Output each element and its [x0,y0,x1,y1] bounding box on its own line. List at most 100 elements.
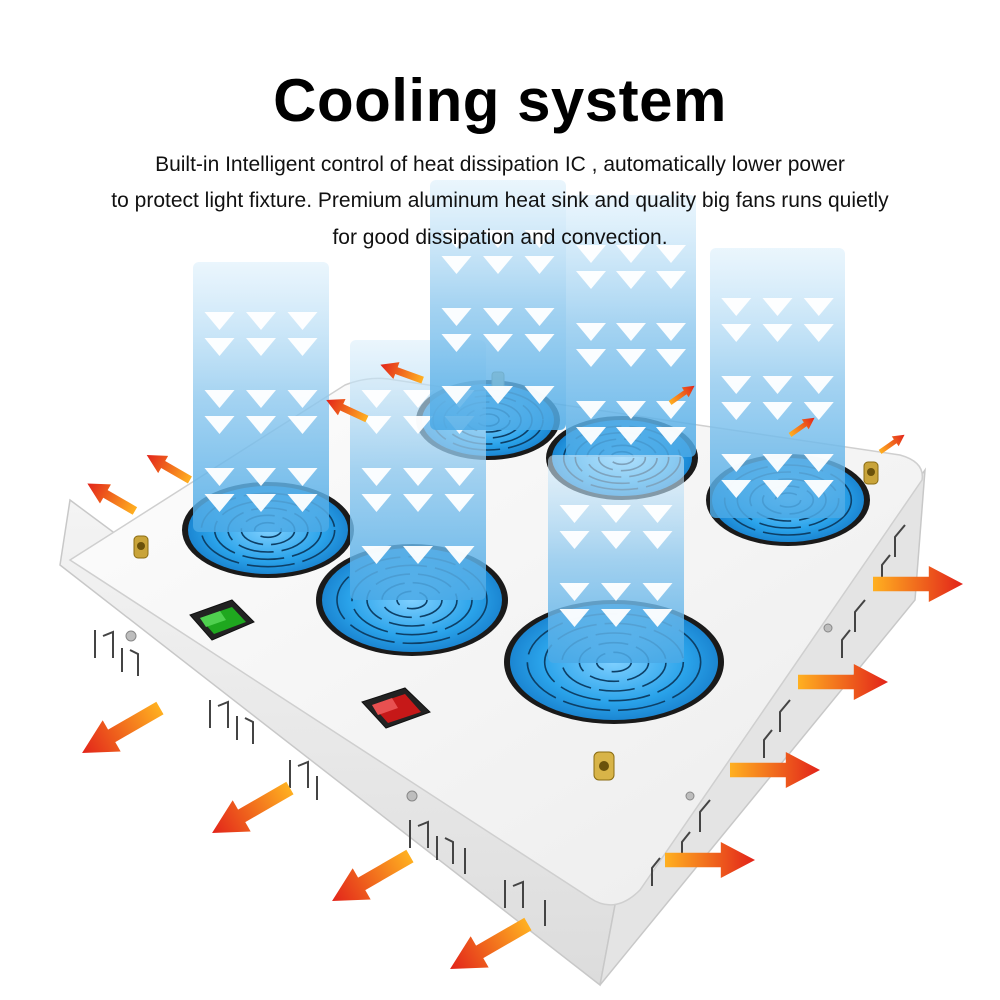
down-triangle-icon [601,583,631,601]
down-triangle-icon [361,390,392,408]
down-triangle-icon [441,334,472,352]
down-triangle-icon [559,505,590,523]
down-triangle-icon [803,480,834,498]
down-triangle-icon [601,531,631,549]
down-triangle-icon [524,308,555,326]
heat-arrow-icon [876,429,909,457]
down-triangle-icon [559,609,590,627]
down-triangle-icon [524,386,555,404]
down-triangle-icon [287,390,318,408]
down-triangle-icon [403,494,433,512]
down-triangle-icon [287,312,318,330]
down-triangle-icon [204,494,235,512]
down-triangle-icon [246,494,276,512]
heat-arrow-icon [323,840,419,917]
down-triangle-icon [616,401,646,419]
hanging-ring-front [593,751,615,781]
down-triangle-icon [204,416,235,434]
down-triangle-icon [616,427,646,445]
down-triangle-icon [656,427,686,445]
down-triangle-icon [559,531,590,549]
down-triangle-icon [483,230,513,248]
down-triangle-icon [721,324,752,342]
down-triangle-icon [721,376,752,394]
red-switch[interactable] [361,687,431,729]
down-triangle-icon [656,401,686,419]
down-triangle-icon [483,308,513,326]
screw-right-1 [823,623,833,633]
down-triangle-icon [441,386,472,404]
down-triangle-icon [483,334,513,352]
description-line-2: to protect light fixture. Premium alumin… [111,189,889,212]
down-triangle-icon [576,245,606,263]
down-triangle-icon [721,402,752,420]
down-triangle-icon [656,245,686,263]
down-triangle-icon [444,494,475,512]
down-triangle-icon [246,338,276,356]
airflow-column-1 [193,262,329,532]
down-triangle-icon [246,390,276,408]
down-triangle-icon [762,376,793,394]
down-triangle-icon [361,546,392,564]
down-triangle-icon [762,480,793,498]
down-triangle-icon [762,298,793,316]
airflow-column-5 [710,248,845,518]
down-triangle-icon [524,256,555,274]
heat-arrow-icon [203,772,299,849]
down-triangle-icon [601,505,631,523]
green-switch[interactable] [189,599,255,641]
airflow-column-4 [566,195,696,457]
heat-arrow-icon [81,473,141,521]
down-triangle-icon [204,312,235,330]
down-triangle-icon [642,505,673,523]
down-triangle-icon [803,402,834,420]
down-triangle-icon [403,546,433,564]
down-triangle-icon [656,349,686,367]
screw-front [406,790,418,802]
down-triangle-icon [601,609,631,627]
down-triangle-icon [616,323,646,341]
screw-left [125,630,137,642]
side-vents-left [94,630,546,926]
airflow-column-3 [430,180,566,430]
heat-arrow-icon [441,908,537,985]
down-triangle-icon [361,416,392,434]
down-triangle-icon [403,468,433,486]
down-triangle-icon [803,324,834,342]
airflow-column-6 [548,455,684,663]
down-triangle-icon [403,416,433,434]
heat-arrow-icon [141,446,195,489]
down-triangle-icon [204,390,235,408]
down-triangle-icon [642,583,673,601]
down-triangle-icon [246,416,276,434]
down-triangle-icon [721,298,752,316]
down-triangle-icon [576,349,606,367]
down-triangle-icon [559,583,590,601]
airflow-columns [193,180,845,663]
down-triangle-icon [287,338,318,356]
down-triangle-icon [576,401,606,419]
down-triangle-icon [762,454,793,472]
down-triangle-icon [576,323,606,341]
down-triangle-icon [576,427,606,445]
down-triangle-icon [721,480,752,498]
down-triangle-icon [642,531,673,549]
down-triangle-icon [576,271,606,289]
down-triangle-icon [361,494,392,512]
down-triangle-icon [762,402,793,420]
down-triangle-icon [246,468,276,486]
down-triangle-icon [762,324,793,342]
hanging-ring-left [133,535,149,559]
down-triangle-icon [803,376,834,394]
down-triangle-icon [441,256,472,274]
down-triangle-icon [361,468,392,486]
hanging-ring-right [863,461,879,485]
down-triangle-icon [441,308,472,326]
description-line-3: for good dissipation and convection. [332,226,668,249]
down-triangle-icon [287,416,318,434]
down-triangle-icon [524,230,555,248]
down-triangle-icon [616,245,646,263]
down-triangle-icon [616,349,646,367]
